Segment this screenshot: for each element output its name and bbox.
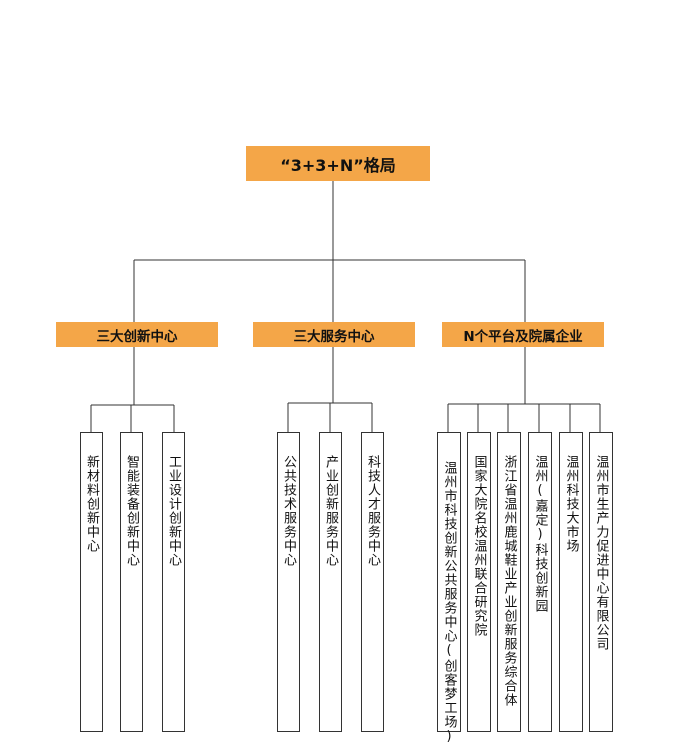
category-service-centers: 三大服务中心 bbox=[253, 322, 415, 347]
node-label: 国家大院名校温州联合研究院 bbox=[471, 455, 487, 637]
node-productivity-center: 温州市生产力促进中心有限公司 bbox=[589, 432, 613, 732]
node-label: 温州(嘉定)科技创新园 bbox=[532, 455, 548, 613]
node-industry-innovation-service: 产业创新服务中心 bbox=[319, 432, 342, 732]
node-label: 产业创新服务中心 bbox=[323, 455, 338, 567]
root-node: “3+3+N”格局 bbox=[246, 146, 430, 181]
node-label: 科技人才服务中心 bbox=[365, 455, 380, 567]
category-innovation-centers: 三大创新中心 bbox=[56, 322, 218, 347]
category-label: 三大服务中心 bbox=[293, 328, 375, 345]
category-label: 三大创新中心 bbox=[96, 328, 178, 345]
node-jiading-park: 温州(嘉定)科技创新园 bbox=[528, 432, 552, 732]
node-talent-service: 科技人才服务中心 bbox=[361, 432, 384, 732]
node-footwear-complex: 浙江省温州鹿城鞋业产业创新服务综合体 bbox=[497, 432, 521, 732]
node-label: 智能装备创新中心 bbox=[124, 455, 139, 567]
node-label: 温州科技大市场 bbox=[563, 455, 579, 553]
node-new-materials: 新材料创新中心 bbox=[80, 432, 103, 732]
node-public-tech-service: 公共技术服务中心 bbox=[277, 432, 300, 732]
node-label: 温州市生产力促进中心有限公司 bbox=[593, 455, 609, 651]
node-label: 新材料创新中心 bbox=[84, 455, 99, 553]
node-smart-equipment: 智能装备创新中心 bbox=[120, 432, 143, 732]
node-industrial-design: 工业设计创新中心 bbox=[162, 432, 185, 732]
node-label: 温州市科技创新公共服务中心(创客梦工场) bbox=[441, 461, 457, 745]
node-label: 公共技术服务中心 bbox=[281, 455, 296, 567]
node-tech-market: 温州科技大市场 bbox=[559, 432, 583, 732]
category-platforms-enterprises: N个平台及院属企业 bbox=[442, 322, 604, 347]
node-label: 浙江省温州鹿城鞋业产业创新服务综合体 bbox=[501, 455, 517, 707]
category-label: N个平台及院属企业 bbox=[463, 328, 583, 345]
node-label: 工业设计创新中心 bbox=[166, 455, 181, 567]
root-title: “3+3+N”格局 bbox=[280, 155, 396, 175]
node-public-innovation-service: 温州市科技创新公共服务中心(创客梦工场) bbox=[437, 432, 461, 745]
node-joint-research-institute: 国家大院名校温州联合研究院 bbox=[467, 432, 491, 732]
